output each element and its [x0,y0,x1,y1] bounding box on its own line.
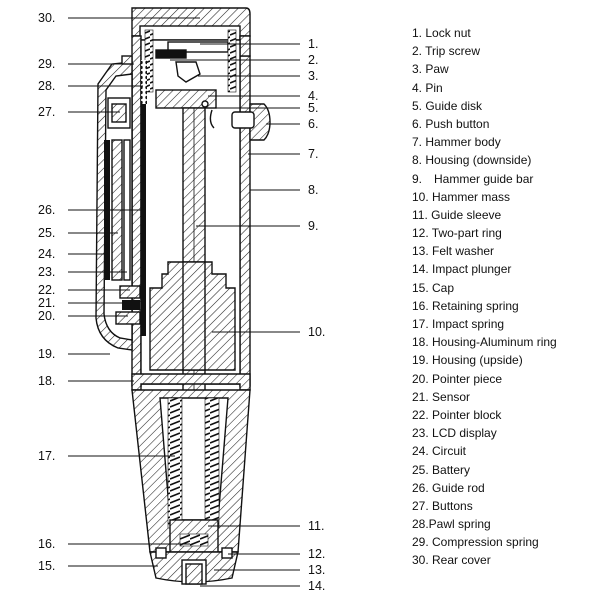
legend-item-8: 8. Housing (downside) [412,153,532,168]
compression-spring-right [227,29,237,93]
housing-wall-right-top [239,35,251,57]
pawl-spring [141,60,147,104]
legend-item-5: 5. Guide disk [412,98,483,113]
push-button [249,103,271,141]
callout-29: 29. [38,57,55,71]
legend-item-4: 4. Pin [412,80,443,95]
legend-item-27: 27. Buttons [412,498,473,513]
callout-11: 11. [308,519,324,533]
paw-hook [209,109,215,129]
callout-26: 26. [38,203,55,217]
impact-spring-right [204,397,220,529]
legend-item-11: 11. Guide sleeve [412,207,502,222]
legend-item-22: 22. Pointer block [412,407,502,422]
legend-item-28: 28.Pawl spring [412,517,491,532]
housing-wall-right [239,55,251,387]
callout-25: 25. [38,226,55,240]
pointer-block [119,285,141,299]
rear-cover-cavity [139,25,241,41]
callout-21: 21. [38,296,55,310]
callout-8: 8. [308,183,318,197]
legend-item-7: 7. Hammer body [412,135,501,150]
legend-item-9: 9. Hammer guide bar [412,171,534,186]
callout-28: 28. [38,79,55,93]
legend-item-12: 12. Two-part ring [412,226,502,241]
callout-4: 4. [308,89,318,103]
callout-5: 5. [308,101,318,115]
callout-24: 24. [38,247,55,261]
impact-spring-left [167,397,183,529]
legend-item-23: 23. LCD display [412,426,497,441]
legend-item-10: 10. Hammer mass [412,189,511,204]
legend-item-30: 30. Rear cover [412,553,491,568]
legend-item-1: 1. Lock nut [412,26,471,40]
callout-27: 27. [38,105,55,119]
callout-30: 30. [38,11,55,25]
callout-18: 18. [38,374,55,388]
pin [201,100,209,108]
legend-item-2: 2. Trip screw [412,44,481,59]
legend-item-25: 25. Battery [412,462,471,477]
sensor [122,300,140,310]
callout-23: 23. [38,265,55,279]
legend-item-6: 6. Push button [412,116,490,131]
hammer-mass-bore [182,261,206,371]
callout-19: 19. [38,347,55,361]
side-tab [121,55,133,65]
legend-item-21: 21. Sensor [412,389,471,404]
housing-wall-left [131,35,142,387]
housing-lower [131,389,251,585]
legend-item-16: 16. Retaining spring [412,298,519,313]
callout-15: 15. [38,559,55,573]
callout-22: 22. [38,283,55,297]
callout-14: 14. [308,579,325,593]
legend-item-24: 24. Circuit [412,444,467,459]
push-button-head [231,111,255,129]
callout-12: 12. [308,547,325,561]
callout-20: 20. [38,309,55,323]
callout-10: 10. [308,325,325,339]
leader-lines [68,17,300,587]
legend-item-26: 26. Guide rod [412,480,485,495]
legend-item-20: 20. Pointer piece [412,371,503,386]
legend-item-17: 17. Impact spring [412,317,505,331]
pointer-piece [115,311,141,325]
two-part-ring-left [155,547,167,559]
callout-7: 7. [308,147,318,161]
legend-item-18: 18. Housing-Aluminum ring [412,335,557,350]
legend-item-19: 19. Housing (upside) [412,353,523,368]
legend-item-3: 3. Paw [412,62,449,77]
callout-numbers: 30. 29. 28. 27. 26. 25. 24. 23. 22. 21. … [38,11,325,593]
paw [175,61,201,83]
callout-13: 13. [308,563,325,577]
two-part-ring-right [221,547,233,559]
parts-legend: 1. Lock nut 2. Trip screw 3. Paw 4. Pin … [412,24,557,570]
callout-1: 1. [308,37,318,51]
callout-2: 2. [308,53,318,67]
callout-9: 9. [308,219,318,233]
trip-screw-plate [155,49,187,59]
callout-16: 16. [38,537,55,551]
retaining-spring [179,533,209,547]
legend-item-29: 29. Compression spring [412,535,539,550]
guide-rod [141,104,146,336]
callout-3: 3. [308,69,318,83]
callout-6: 6. [308,117,318,131]
legend-item-15: 15. Cap [412,280,455,295]
callout-17: 17. [38,449,55,463]
legend-item-14: 14. Impact plunger [412,262,512,277]
legend-item-13: 13. Felt washer [412,244,495,259]
